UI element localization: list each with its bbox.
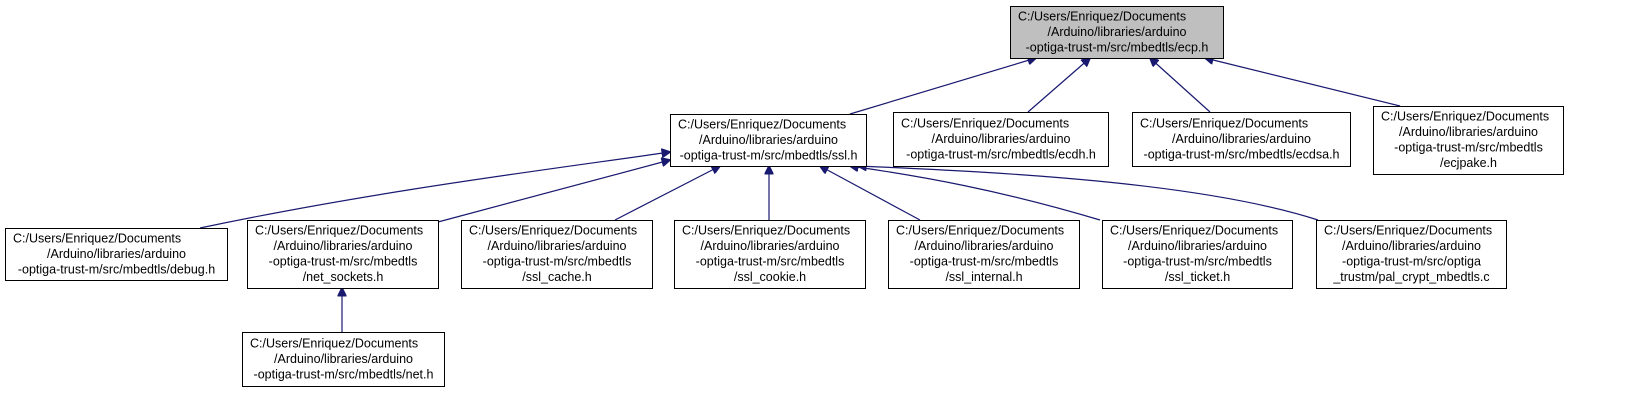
- node-ecdsa[interactable]: C:/Users/Enriquez/Documents/Arduino/libr…: [1132, 112, 1351, 167]
- node-label-line: /ssl_cache.h: [522, 270, 592, 284]
- node-ssl_cookie[interactable]: C:/Users/Enriquez/Documents/Arduino/libr…: [674, 220, 866, 289]
- node-net[interactable]: C:/Users/Enriquez/Documents/Arduino/libr…: [242, 332, 445, 387]
- node-label-line: /Arduino/libraries/arduino: [1399, 125, 1538, 139]
- node-label-line: -optiga-trust-m/src/mbedtls: [1123, 255, 1272, 269]
- node-label-line: /Arduino/libraries/arduino: [1128, 239, 1267, 253]
- node-label-line: /Arduino/libraries/arduino: [1342, 239, 1481, 253]
- edge-ssl_internal-to-ssl: [820, 166, 921, 221]
- node-label-line: /net_sockets.h: [303, 270, 384, 284]
- node-ecdh[interactable]: C:/Users/Enriquez/Documents/Arduino/libr…: [893, 112, 1109, 167]
- node-label-line: /Arduino/libraries/arduino: [701, 239, 840, 253]
- node-ssl_ticket[interactable]: C:/Users/Enriquez/Documents/Arduino/libr…: [1102, 220, 1293, 289]
- node-box: [674, 220, 866, 289]
- edge-ssl_ticket-to-ssl: [850, 166, 1101, 221]
- node-box: [893, 112, 1109, 167]
- nodes: C:/Users/Enriquez/Documents/Arduino/libr…: [5, 6, 1564, 387]
- node-label-line: C:/Users/Enriquez/Documents: [678, 117, 846, 131]
- node-label-line: C:/Users/Enriquez/Documents: [255, 224, 423, 238]
- node-label-line: -optiga-trust-m/src/mbedtls: [1394, 141, 1543, 155]
- node-label-line: C:/Users/Enriquez/Documents: [896, 224, 1064, 238]
- node-box: [5, 228, 228, 281]
- node-label-line: C:/Users/Enriquez/Documents: [1381, 110, 1549, 124]
- node-ssl[interactable]: C:/Users/Enriquez/Documents/Arduino/libr…: [670, 114, 867, 167]
- node-label-line: -optiga-trust-m/src/mbedtls/debug.h: [18, 262, 215, 276]
- node-label-line: /Arduino/libraries/arduino: [932, 132, 1071, 146]
- node-label-line: C:/Users/Enriquez/Documents: [1110, 224, 1278, 238]
- node-label-line: -optiga-trust-m/src/mbedtls/ecdh.h: [906, 147, 1096, 161]
- node-label-line: /Arduino/libraries/arduino: [274, 352, 413, 366]
- node-net_sockets[interactable]: C:/Users/Enriquez/Documents/Arduino/libr…: [247, 220, 439, 289]
- edges: [199, 58, 1401, 332]
- node-label-line: /Arduino/libraries/arduino: [699, 133, 838, 147]
- node-label-line: C:/Users/Enriquez/Documents: [901, 116, 1069, 130]
- node-box: [1316, 220, 1507, 289]
- node-box: [461, 220, 653, 289]
- node-ecjpake[interactable]: C:/Users/Enriquez/Documents/Arduino/libr…: [1373, 106, 1564, 175]
- edge-ssl-to-ecp: [849, 58, 1036, 115]
- edge-ssl_cache-to-ssl: [614, 166, 720, 221]
- node-label-line: /Arduino/libraries/arduino: [915, 239, 1054, 253]
- node-label-line: -optiga-trust-m/src/mbedtls: [269, 255, 418, 269]
- node-box: [1373, 106, 1564, 175]
- node-label-line: C:/Users/Enriquez/Documents: [682, 224, 850, 238]
- node-label-line: C:/Users/Enriquez/Documents: [469, 224, 637, 238]
- node-box: [247, 220, 439, 289]
- edge-ecjpake-to-ecp: [1205, 58, 1401, 107]
- node-label-line: -optiga-trust-m/src/mbedtls: [910, 255, 1059, 269]
- node-label-line: C:/Users/Enriquez/Documents: [250, 336, 418, 350]
- node-ssl_internal[interactable]: C:/Users/Enriquez/Documents/Arduino/libr…: [888, 220, 1080, 289]
- node-ecp[interactable]: C:/Users/Enriquez/Documents/Arduino/libr…: [1010, 6, 1224, 59]
- node-label-line: /ecjpake.h: [1440, 156, 1497, 170]
- node-label-line: _trustm/pal_crypt_mbedtls.c: [1332, 270, 1489, 284]
- node-label-line: -optiga-trust-m/src/mbedtls/ecdsa.h: [1144, 147, 1340, 161]
- node-label-line: -optiga-trust-m/src/optiga: [1342, 255, 1481, 269]
- node-debug[interactable]: C:/Users/Enriquez/Documents/Arduino/libr…: [5, 228, 228, 281]
- node-label-line: C:/Users/Enriquez/Documents: [1324, 224, 1492, 238]
- node-label-line: /ssl_internal.h: [945, 270, 1022, 284]
- node-label-line: /Arduino/libraries/arduino: [488, 239, 627, 253]
- node-label-line: /Arduino/libraries/arduino: [1172, 132, 1311, 146]
- edge-net_sockets-to-ssl: [437, 160, 670, 223]
- node-label-line: /Arduino/libraries/arduino: [274, 239, 413, 253]
- node-label-line: -optiga-trust-m/src/mbedtls/ssl.h: [680, 148, 858, 162]
- node-box: [1102, 220, 1293, 289]
- edge-ecdsa-to-ecp: [1150, 58, 1211, 113]
- edge-debug-to-ssl: [199, 152, 670, 229]
- node-label-line: /ssl_ticket.h: [1165, 270, 1230, 284]
- node-box: [670, 114, 867, 167]
- node-box: [888, 220, 1080, 289]
- node-box: [1132, 112, 1351, 167]
- node-label-line: /Arduino/libraries/arduino: [1048, 25, 1187, 39]
- node-label-line: -optiga-trust-m/src/mbedtls/ecp.h: [1026, 40, 1209, 54]
- node-label-line: -optiga-trust-m/src/mbedtls/net.h: [254, 367, 434, 381]
- node-box: [1010, 6, 1224, 59]
- edge-ecdh-to-ecp: [1027, 58, 1090, 113]
- node-pal_crypt[interactable]: C:/Users/Enriquez/Documents/Arduino/libr…: [1316, 220, 1507, 289]
- node-label-line: C:/Users/Enriquez/Documents: [13, 231, 181, 245]
- node-label-line: -optiga-trust-m/src/mbedtls: [483, 255, 632, 269]
- node-label-line: C:/Users/Enriquez/Documents: [1018, 9, 1186, 23]
- node-label-line: /Arduino/libraries/arduino: [47, 247, 186, 261]
- node-box: [242, 332, 445, 387]
- node-label-line: C:/Users/Enriquez/Documents: [1140, 116, 1308, 130]
- node-label-line: /ssl_cookie.h: [734, 270, 806, 284]
- node-label-line: -optiga-trust-m/src/mbedtls: [696, 255, 845, 269]
- edge-pal_crypt-to-ssl: [858, 166, 1319, 221]
- node-ssl_cache[interactable]: C:/Users/Enriquez/Documents/Arduino/libr…: [461, 220, 653, 289]
